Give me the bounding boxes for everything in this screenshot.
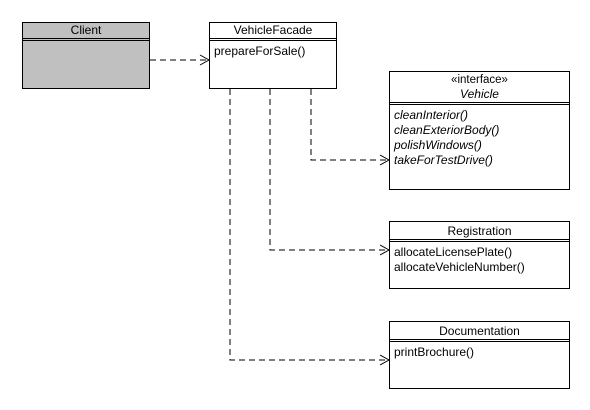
- vehicle-operations: cleanInterior() cleanExteriorBody() poli…: [390, 105, 569, 168]
- vehicle-facade-attributes-compartment: [210, 39, 336, 41]
- documentation-class-name: Documentation: [390, 322, 569, 340]
- operation-allocate-license-plate: allocateLicensePlate(): [394, 245, 513, 259]
- operation-take-for-test-drive: takeForTestDrive(): [394, 153, 493, 167]
- operation-print-brochure: printBrochure(): [394, 345, 475, 359]
- operation-allocate-vehicle-number: allocateVehicleNumber(): [394, 260, 525, 274]
- operation-clean-exterior-body: cleanExteriorBody(): [394, 123, 500, 137]
- dependency-facade-registration: [269, 89, 388, 251]
- vehicle-facade-class-name: VehicleFacade: [210, 23, 336, 39]
- vehicle-interface[interactable]: «interface» Vehicle cleanInterior() clea…: [389, 71, 570, 190]
- registration-attributes-compartment: [390, 240, 569, 242]
- dependency-facade-documentation: [229, 89, 388, 361]
- vehicle-interface-header: «interface» Vehicle: [390, 72, 569, 103]
- registration-class[interactable]: Registration allocateLicensePlate() allo…: [389, 221, 570, 289]
- client-attributes-compartment: [23, 39, 149, 41]
- client-class-name: Client: [23, 23, 149, 39]
- documentation-operations: printBrochure(): [390, 342, 569, 360]
- vehicle-facade-operations: prepareForSale(): [210, 41, 336, 59]
- operation-prepare-for-sale: prepareForSale(): [214, 44, 306, 58]
- dependency-facade-vehicle: [310, 89, 388, 161]
- interface-stereotype: «interface»: [451, 74, 508, 86]
- vehicle-attributes-compartment: [390, 103, 569, 105]
- vehicle-interface-name: Vehicle: [460, 87, 499, 101]
- documentation-class[interactable]: Documentation printBrochure(): [389, 321, 570, 389]
- client-class[interactable]: Client: [22, 22, 150, 89]
- registration-class-name: Registration: [390, 222, 569, 240]
- operation-clean-interior: cleanInterior(): [394, 108, 469, 122]
- vehicle-facade-class[interactable]: VehicleFacade prepareForSale(): [209, 22, 337, 89]
- registration-operations: allocateLicensePlate() allocateVehicleNu…: [390, 242, 569, 275]
- documentation-attributes-compartment: [390, 340, 569, 342]
- operation-polish-windows: polishWindows(): [394, 138, 482, 152]
